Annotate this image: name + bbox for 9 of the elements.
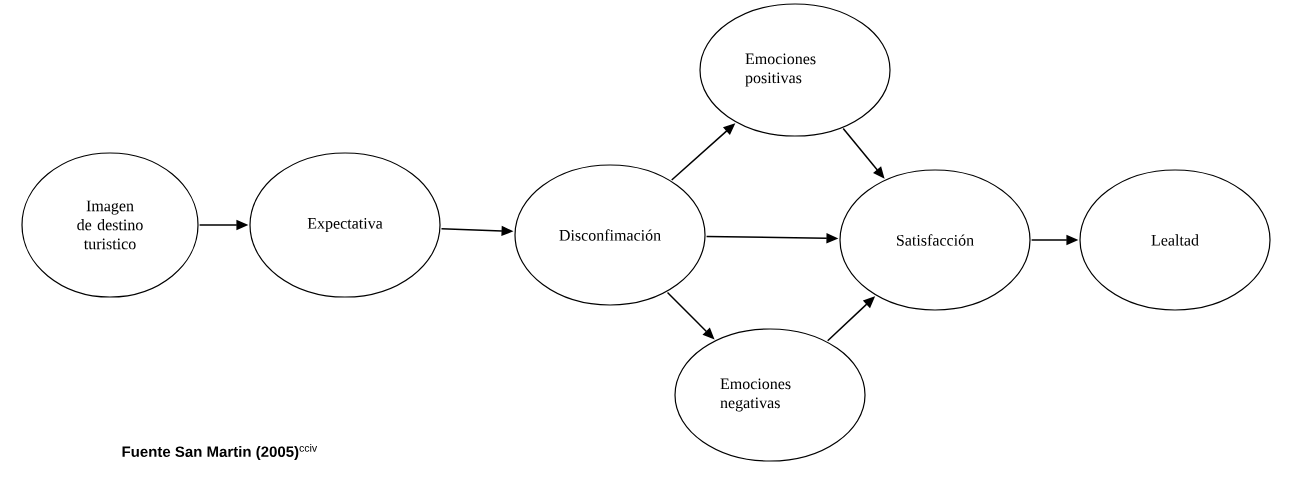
ellipse-node: Emociones negativas	[674, 328, 866, 462]
ellipse-node: Emociones positivas	[699, 3, 891, 137]
ellipse-node: Lealtad	[1079, 169, 1271, 311]
ellipse-node: Satisfacción	[839, 169, 1031, 311]
source-caption: Fuente San Martin (2005)$^{cciv}$	[122, 444, 318, 460]
ellipse-node: Disconfimación	[514, 164, 706, 306]
ellipse-node: Expectativa	[249, 152, 441, 298]
arrow	[842, 127, 885, 179]
ellipse-node: Imagen de destino turistico	[21, 152, 199, 298]
